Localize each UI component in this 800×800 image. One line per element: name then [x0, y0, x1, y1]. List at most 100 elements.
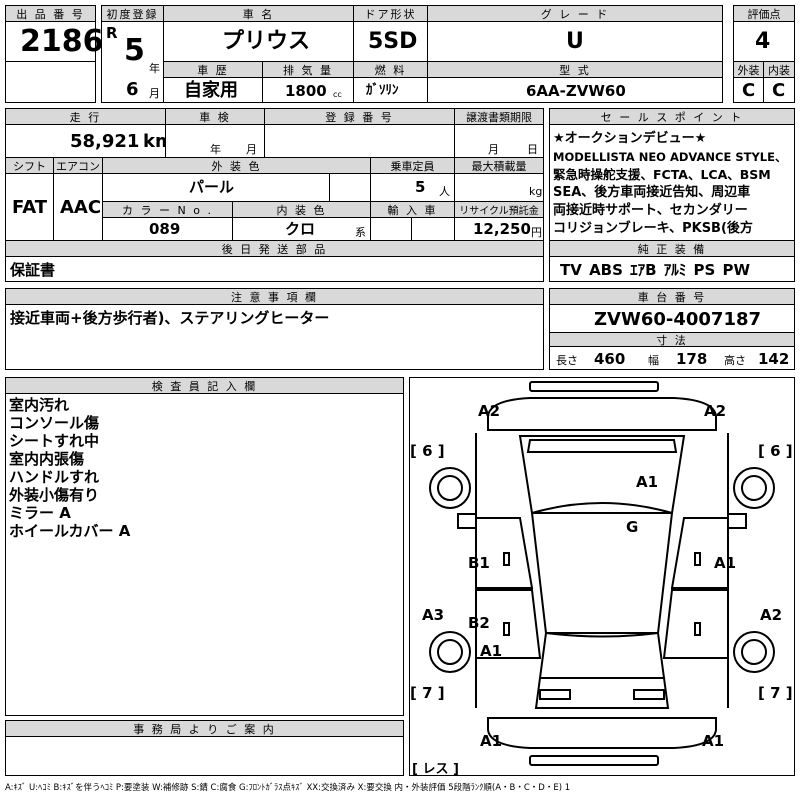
- office-header: 事 務 局 よ り ご 案 内: [5, 720, 404, 737]
- displacement-value: 1800: [285, 82, 327, 100]
- mark-qpanel-rl: A1: [480, 642, 503, 660]
- first-reg-header: 初度登録: [101, 5, 164, 22]
- sales-line: コリジョンブレーキ、PKSB(後方: [553, 221, 753, 236]
- notes-cell: 接近車両+後方歩行者)、ステアリングヒーター: [5, 304, 544, 370]
- chassis-value: ZVW60-4007187: [594, 309, 762, 330]
- inspection-header: 車 検: [165, 108, 265, 125]
- capacity-header: 乗車定員: [370, 157, 455, 174]
- sales-line: 両接近時サポート、セカンダリー: [553, 203, 748, 218]
- car-diagram: [429, 381, 775, 766]
- handle-fr: [694, 552, 701, 566]
- aircon-header: エアコン: [53, 157, 103, 174]
- inspector-note: ミラー A: [9, 504, 71, 522]
- door-front-right: [670, 517, 729, 589]
- import-header: 輸 入 車: [370, 201, 455, 218]
- reg-no-cell: [264, 124, 455, 158]
- inspector-note: 室内汚れ: [9, 396, 70, 414]
- mileage-header: 走 行: [5, 108, 166, 125]
- fuel-header: 燃 料: [353, 61, 428, 78]
- door-cell: 5SD: [353, 21, 428, 62]
- width-value: 178: [676, 350, 708, 368]
- import-divider: [411, 217, 412, 241]
- grille: [526, 439, 678, 453]
- mark-tire-rr: [ 7 ]: [758, 684, 793, 702]
- sales-line: 緊急時操舵支援、FCTA、LCA、BSM: [553, 167, 771, 182]
- int-color-header: 内 装 色: [232, 201, 371, 218]
- front-bumper: [487, 397, 717, 431]
- mark-door-fr: A1: [714, 554, 737, 572]
- legend: A:ｷｽﾞ U:ﾍｺﾐ B:ｷｽﾞを伴うﾍｺﾐ P:要塗装 W:補修跡 S:錆 …: [5, 783, 571, 793]
- mark-fender-rl: A3: [422, 606, 445, 624]
- lot-number: 2186: [20, 24, 104, 59]
- era-letter: R: [106, 24, 118, 42]
- car-name-cell: プリウス: [163, 21, 354, 62]
- month-unit: 月: [149, 87, 160, 100]
- model-value: 6AA-ZVW60: [526, 82, 626, 100]
- model-header: 型 式: [427, 61, 723, 78]
- displacement-cell: 1800 cc: [262, 77, 354, 103]
- mileage-value: 58,921: [70, 131, 140, 152]
- handle-rl: [503, 622, 510, 636]
- lot-no-header: 出 品 番 号: [5, 5, 96, 22]
- mark-fender-rr: A2: [760, 606, 783, 624]
- color-no-value: 089: [149, 220, 181, 238]
- series-unit: 系: [355, 226, 366, 239]
- notes-value: 接近車両+後方歩行者)、ステアリングヒーター: [10, 309, 330, 327]
- mark-front-left: A2: [478, 402, 501, 420]
- inspector-note: ハンドルすれ: [9, 468, 100, 486]
- rear-bumper: [487, 717, 717, 749]
- recycle-cell: 12,250 円: [454, 217, 544, 241]
- inspector-list: 室内汚れ コンソール傷 シートすれ中 室内内張傷 ハンドルすれ 外装小傷有り ミ…: [9, 396, 130, 540]
- reg-year: 5: [124, 33, 145, 68]
- ext-color-value: パール: [189, 178, 235, 196]
- transfer-cell: 月 日: [454, 124, 544, 158]
- displacement-header: 排 気 量: [262, 61, 354, 78]
- color-no-cell: 089: [102, 217, 233, 241]
- equipment-cell: TV ABS ｴｱB ｱﾙﾐ PS PW: [549, 256, 795, 282]
- chassis-header: 車 台 番 号: [549, 288, 795, 305]
- interior-cell: C: [763, 77, 795, 103]
- grade-header: グ レ ー ド: [427, 5, 723, 22]
- width-label: 幅: [648, 354, 659, 367]
- shift-value: FAT: [12, 197, 48, 218]
- dimensions-cell: 長さ 460 幅 178 高さ 142: [549, 346, 795, 370]
- door-rear-right: [662, 589, 729, 659]
- later-parts-cell: 保証書: [5, 256, 544, 282]
- import-cell: [370, 217, 455, 241]
- kg-unit: kg: [529, 185, 543, 198]
- inspector-note: 室内内張傷: [9, 450, 85, 468]
- aircon-value: AAC: [60, 197, 102, 218]
- history-value: 自家用: [184, 80, 238, 101]
- sales-line: SEA、後方車両接近告知、周辺車: [553, 185, 751, 200]
- wheel-rr: [733, 631, 775, 673]
- car-name-header: 車 名: [163, 5, 354, 22]
- trunk: [534, 677, 670, 709]
- exterior-header: 外装: [733, 61, 764, 78]
- ext-color-cell: パール: [102, 173, 371, 202]
- dimensions-header: 寸 法: [549, 332, 795, 347]
- body-sides: [475, 433, 729, 708]
- ext-color-divider: [329, 173, 330, 202]
- front-bumper-strip: [529, 381, 659, 392]
- length-label: 長さ: [556, 354, 578, 367]
- exterior-cell: C: [733, 77, 764, 103]
- equipment-header: 純 正 装 備: [549, 240, 795, 257]
- yen-unit: 円: [531, 226, 542, 239]
- inspection-year-unit: 年: [210, 143, 221, 156]
- transfer-header: 譲渡書類期限: [454, 108, 544, 125]
- fuel-value: ｶﾞｿﾘﾝ: [366, 83, 399, 98]
- year-unit: 年: [149, 62, 160, 75]
- sales-point-cell: ★オークションデビュー★ MODELLISTA NEO ADVANCE STYL…: [549, 124, 795, 241]
- car-diagram-panel: A2 A2 [ 6 ] [ 6 ] A1 G B1 A1 A3 B2 A1 A2…: [409, 377, 795, 777]
- height-label: 高さ: [724, 354, 746, 367]
- door-header: ドア形状: [353, 5, 428, 22]
- score-header: 評価点: [733, 5, 795, 22]
- model-cell: 6AA-ZVW60: [427, 77, 723, 103]
- shift-header: シフト: [5, 157, 54, 174]
- exterior-grade: C: [742, 80, 756, 101]
- length-value: 460: [594, 350, 626, 368]
- wheel-fr: [733, 467, 775, 509]
- grade-value: U: [566, 29, 584, 54]
- mark-door-fl: B1: [468, 554, 490, 572]
- mileage-cell: 58,921 km: [5, 124, 174, 158]
